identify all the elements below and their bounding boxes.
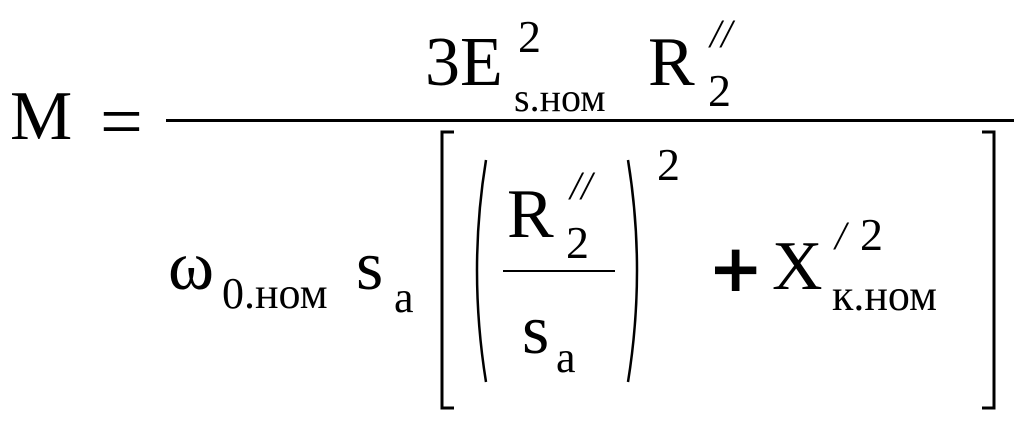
inner-fraction-bar: [503, 270, 615, 272]
inner-numerator-r: R: [507, 176, 554, 253]
denominator-s-subscript: a: [394, 273, 414, 322]
plus-sign: +: [708, 230, 764, 307]
equals-sign: =: [100, 80, 143, 164]
right-parenthesis: [626, 159, 639, 383]
numerator-e-superscript: 2: [518, 11, 541, 62]
denominator-x: X: [772, 228, 823, 305]
inner-r-subscript: 2: [566, 217, 589, 268]
x-subscript: к.ном: [832, 271, 937, 320]
numerator-r-subscript: 2: [708, 65, 731, 116]
numerator-r: R: [648, 24, 695, 101]
denominator-s: s: [356, 228, 384, 305]
denominator-omega: ω: [168, 228, 215, 305]
x-superscript: 2: [860, 209, 883, 260]
denominator-omega-subscript: 0.ном: [222, 269, 328, 318]
numerator-e-subscript: s.ном: [514, 75, 606, 120]
inner-r-prime: //: [570, 163, 593, 208]
inner-denominator-s-subscript: a: [556, 333, 576, 382]
left-parenthesis: [475, 159, 488, 383]
numerator-r-prime: //: [710, 11, 733, 56]
inner-denominator-s: s: [522, 292, 550, 369]
main-fraction-bar: [166, 119, 1014, 122]
numerator-coefficient: 3E: [425, 24, 503, 101]
left-square-bracket: [440, 130, 454, 410]
right-square-bracket: [982, 130, 996, 410]
formula-lhs: M: [10, 78, 73, 155]
x-prime: /: [835, 213, 847, 258]
paren-exponent: 2: [657, 139, 680, 190]
